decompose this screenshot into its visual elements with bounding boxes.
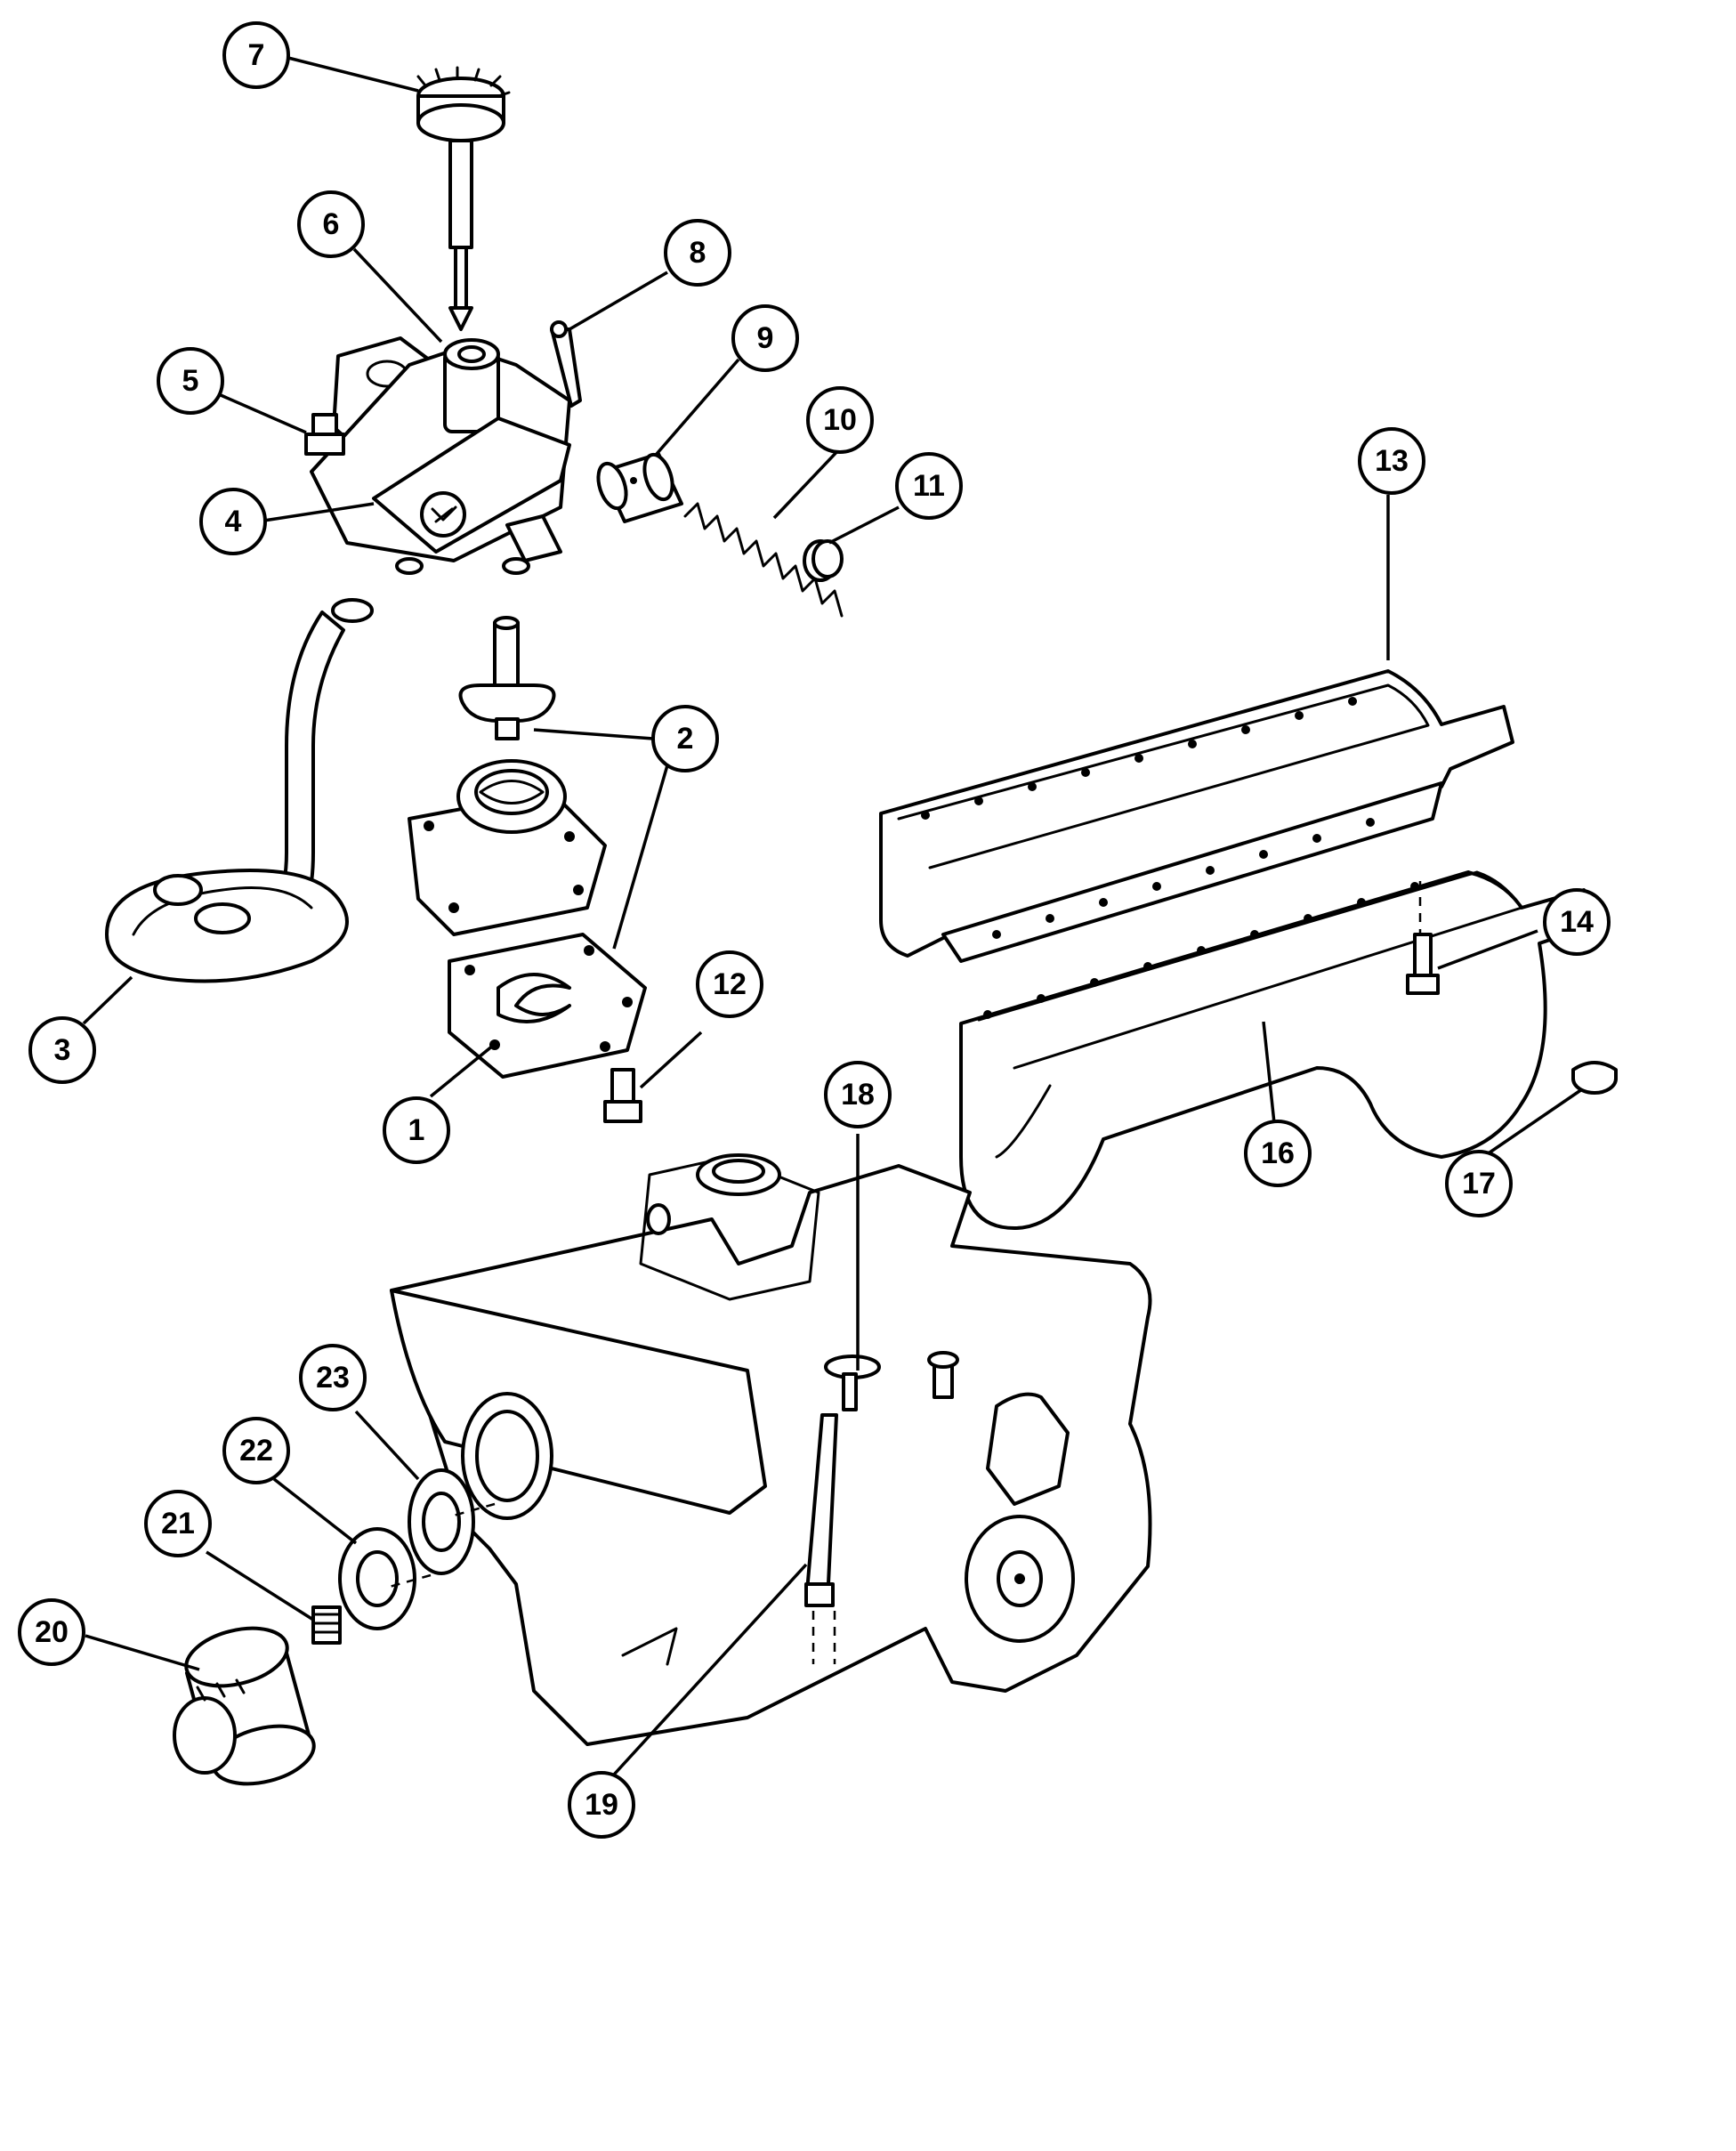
svg-text:10: 10 [823,403,857,437]
svg-text:7: 7 [248,38,265,72]
relief-valve [596,452,683,523]
callout-21: 21 [144,1490,212,1557]
svg-text:17: 17 [1462,1167,1496,1201]
drive-gear-shaft [416,66,511,331]
svg-text:13: 13 [1375,444,1409,478]
svg-text:9: 9 [757,321,774,355]
svg-text:23: 23 [316,1361,350,1395]
pump-rotor-shaft [458,616,556,740]
filter-adapter [338,1527,416,1630]
callout-3: 3 [28,1016,96,1084]
callout-5: 5 [157,347,224,415]
filter-adapter-gasket [408,1468,475,1575]
svg-text:11: 11 [913,469,945,503]
pump-rotor-housing [408,759,607,936]
callout-16: 16 [1244,1120,1312,1187]
callout-1: 1 [383,1096,450,1164]
callout-22: 22 [222,1417,290,1484]
svg-text:18: 18 [841,1078,875,1112]
svg-text:6: 6 [323,207,340,241]
svg-text:5: 5 [182,364,199,398]
svg-text:12: 12 [713,967,747,1001]
callout-23: 23 [299,1344,367,1411]
callout-17: 17 [1445,1150,1513,1217]
callout-19: 19 [568,1771,635,1839]
oil-pickup-tube-screen [105,598,374,983]
svg-text:21: 21 [161,1507,195,1540]
callout-12: 12 [696,950,763,1018]
oil-filter [173,1626,316,1786]
callout-2: 2 [651,705,719,772]
svg-text:4: 4 [225,505,242,538]
drain-plug [1571,1061,1618,1095]
svg-text:19: 19 [585,1788,618,1822]
pan-bolt-holes [983,882,1419,1019]
pan-stud [1406,933,1440,995]
oil-pump-body [310,336,571,575]
svg-text:20: 20 [35,1615,69,1649]
callout-7: 7 [222,21,290,89]
svg-text:22: 22 [239,1434,273,1468]
callout-13: 13 [1358,427,1425,495]
callout-4: 4 [199,488,267,555]
callout-20: 20 [18,1598,85,1666]
svg-text:8: 8 [690,236,707,270]
callout-18: 18 [824,1061,892,1128]
svg-text:3: 3 [54,1033,71,1067]
callout-11: 11 [895,452,963,520]
svg-text:2: 2 [677,722,694,756]
relief-spring [683,502,844,618]
pump-mount-bolt [304,413,345,456]
retainer-cap [803,539,844,582]
gasket-bolt-holes [921,697,1375,939]
svg-text:1: 1 [408,1113,425,1147]
oil-pan [959,870,1595,1230]
pump-cover-bolt [603,1068,642,1123]
callout-10: 10 [806,386,874,454]
cotter-pin [550,320,582,408]
svg-text:14: 14 [1560,905,1594,939]
callout-14: 14 [1543,888,1611,956]
callout-6: 6 [297,190,365,258]
callout-9: 9 [731,304,799,372]
filter-nipple [311,1605,342,1645]
dipstick-tube [804,1354,881,1664]
svg-text:16: 16 [1261,1136,1295,1170]
engine-block [390,1153,1152,1746]
oil-pan-gasket [879,669,1514,963]
callout-8: 8 [664,219,731,287]
